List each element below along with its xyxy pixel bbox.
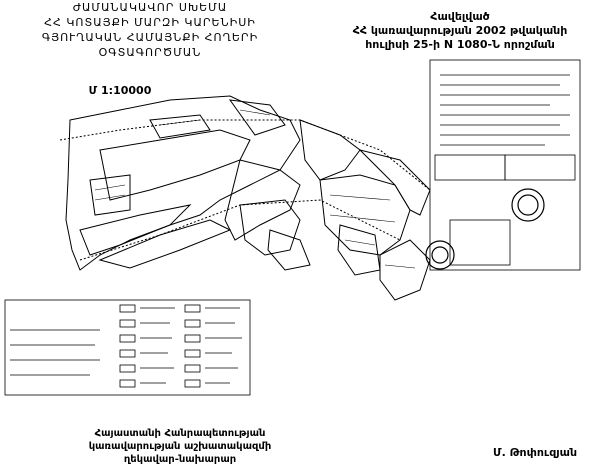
signature-left-line-3: ղեկավար-նախարար — [123, 454, 237, 465]
dotted-roads — [59, 119, 431, 261]
title-line-4: ՕԳՏԱԳՈՐԾՄԱՆ — [98, 46, 202, 59]
title-line-2: ՀՀ ԿՈՏԱՅՔԻ ՄԱՐԶԻ ԿԱՐԵՆԻՍԻ — [44, 16, 256, 29]
approval-line-3: հուլիսի 25-ի N 1080-Ն որոշման — [365, 38, 555, 51]
approval-line-2: ՀՀ կառավարության 2002 թվականի — [352, 24, 568, 37]
signature-left-line-2: կառավարության աշխատակազմի — [88, 441, 272, 452]
seal-stamp — [425, 188, 545, 270]
approval-header: Հավելված ՀՀ կառավարության 2002 թվականի հ… — [325, 10, 595, 52]
approval-line-1: Հավելված — [430, 10, 490, 23]
land-parcels — [65, 95, 431, 301]
map-legend — [4, 299, 251, 396]
signature-block-left: Հայաստանի Հանրապետության կառավարության ա… — [80, 427, 280, 466]
signature-left-line-1: Հայաստանի Հանրապետության — [94, 428, 266, 439]
map-scale: Մ 1:10000 — [88, 84, 152, 97]
title-line-3: ԳՅՈՒՂԱԿԱՆ ՀԱՄԱՅՆՔԻ ՀՈՂԵՐԻ — [41, 31, 259, 44]
parcel-hatching — [94, 109, 416, 269]
map-title: ԺԱՄԱՆԱԿԱՎՈՐ ՍԽԵՄԱ ՀՀ ԿՈՏԱՅՔԻ ՄԱՐԶԻ ԿԱՐԵՆ… — [0, 0, 300, 60]
approval-document — [429, 59, 581, 271]
signature-name-right: Մ. Թոփուզյան — [493, 446, 578, 459]
title-line-1: ԺԱՄԱՆԱԿԱՎՈՐ ՍԽԵՄԱ — [72, 1, 228, 14]
